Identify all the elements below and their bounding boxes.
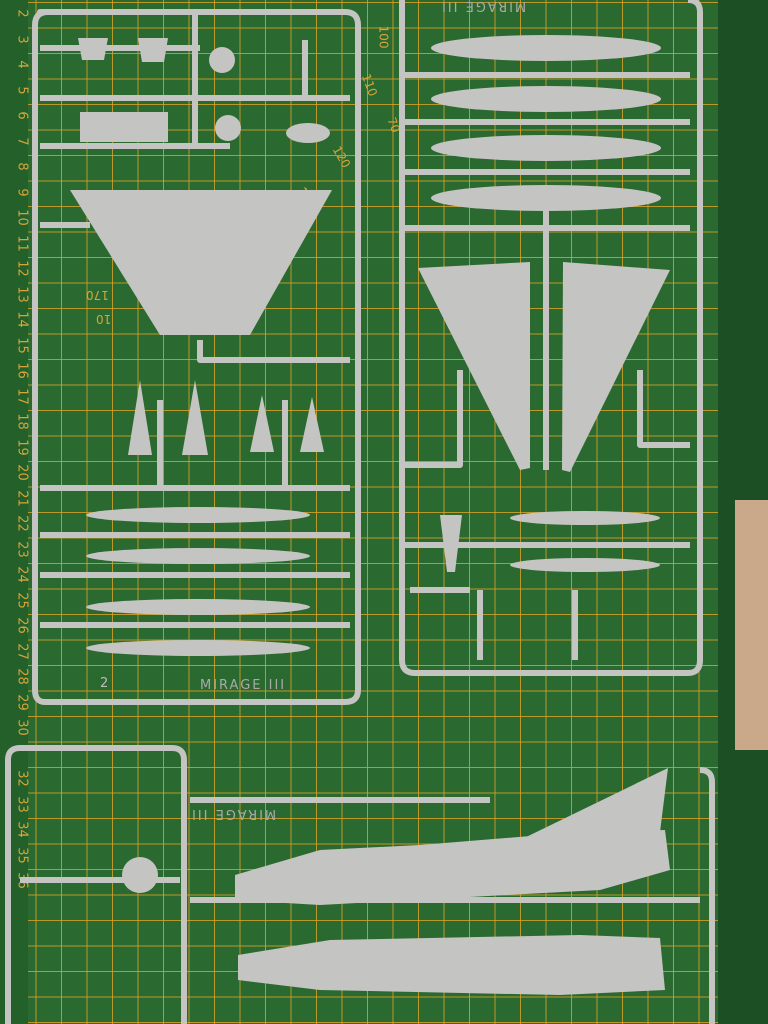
intake: [78, 38, 168, 62]
part: [80, 112, 168, 142]
sprue-frame-lower-right: [699, 767, 715, 1024]
kit-parts: [70, 35, 670, 995]
part: [286, 123, 330, 143]
part: [440, 515, 462, 572]
missile: [86, 640, 310, 656]
fuel-tank: [431, 135, 661, 161]
fuselage-half: [238, 935, 665, 995]
sprue-frame-right: [399, 0, 703, 676]
cardboard-edge: [735, 500, 768, 750]
tail-fin: [520, 768, 668, 840]
fuselage-half: [235, 830, 670, 905]
wing-left-part: [418, 262, 530, 470]
fuel-tank: [431, 86, 661, 112]
exhaust: [122, 857, 158, 893]
wing-lower-part: [70, 190, 332, 335]
sprue-name: MIRAGE III: [190, 806, 277, 821]
wheel: [215, 115, 241, 141]
missile: [86, 599, 310, 615]
wheel: [209, 47, 235, 73]
missile: [510, 511, 660, 525]
missile: [86, 548, 310, 564]
fuel-tank: [431, 35, 661, 61]
sprue-number: 2: [100, 676, 111, 691]
sprue-name: MIRAGE III: [200, 678, 287, 693]
sprue-frame-left: [32, 9, 361, 705]
sprue-name: MIRAGE III: [440, 0, 527, 13]
mat-edge: [0, 0, 28, 1024]
fuel-tank: [431, 185, 661, 211]
wing-right-part: [562, 262, 670, 472]
pod: [128, 380, 324, 455]
runners: [20, 12, 700, 903]
sprue-frame-lower-left: [5, 745, 187, 1024]
missile: [510, 558, 660, 572]
missile: [86, 507, 310, 523]
